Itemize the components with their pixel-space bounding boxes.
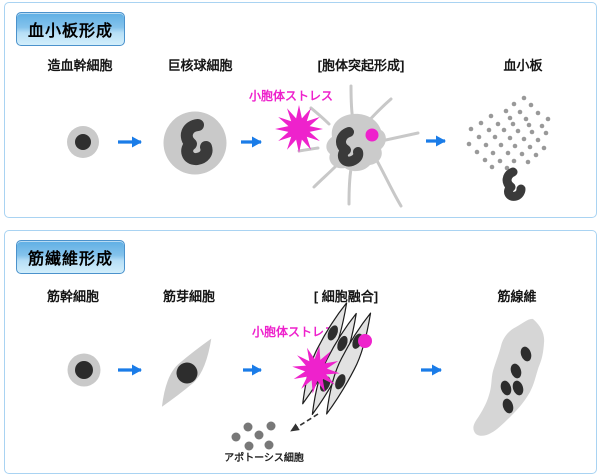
stage-label-muscle-fiber: 筋線維 xyxy=(497,289,537,304)
muscle-fiber-nuclei xyxy=(500,346,532,414)
muscle-fiber-formation-panel: 筋繊維形成 筋幹細胞 筋芽細胞 [ 細胞融合] 筋線維 小胞体ストレス アポトー… xyxy=(4,230,597,474)
megakaryocyte-illustration xyxy=(163,111,227,175)
stage-label-muscle-stem-cell: 筋幹細胞 xyxy=(46,289,100,304)
panel-title-badge: 血小板形成 xyxy=(16,12,126,46)
panel-title-badge: 筋繊維形成 xyxy=(16,240,126,274)
er-stress-dot-icon xyxy=(358,334,372,348)
platelet-formation-panel: 血小板形成 造血幹細胞 巨核球細胞 [胞体突起形成] 血小板 小胞体ストレス xyxy=(4,2,597,218)
stem-cell-illustration xyxy=(67,353,101,387)
dashed-apoptosis-arrow-icon xyxy=(290,413,319,432)
er-stress-label: 小胞体ストレス xyxy=(248,89,334,103)
muscle-fiber-illustration xyxy=(473,318,545,436)
stage-label-cell-fusion: [ 細胞融合] xyxy=(313,289,379,304)
stage-label-hematopoietic-stem-cell: 造血幹細胞 xyxy=(47,58,113,73)
platelet-cluster-illustration xyxy=(466,95,551,171)
stem-cell-illustration xyxy=(67,126,99,158)
platelet-scene-illustration xyxy=(67,84,551,208)
myoblast-illustration xyxy=(161,338,212,407)
er-stress-burst-icon xyxy=(275,105,323,153)
er-stress-burst-icon xyxy=(292,346,340,394)
apoptotic-cells-illustration xyxy=(231,421,276,451)
proplatelet-cell-illustration xyxy=(297,84,420,208)
stage-label-myoblast: 筋芽細胞 xyxy=(162,289,216,304)
er-stress-label: 小胞体ストレス xyxy=(251,325,337,339)
stage-label-megakaryocyte: 巨核球細胞 xyxy=(167,58,233,73)
stage-label-platelets: 血小板 xyxy=(503,58,543,73)
apoptotic-cells-label: アポトーシス細胞 xyxy=(224,453,304,464)
expelled-nucleus-illustration xyxy=(502,167,526,201)
muscle-scene-illustration xyxy=(67,302,545,451)
stage-label-proplatelet-formation: [胞体突起形成] xyxy=(317,58,405,73)
er-stress-dot-icon xyxy=(365,128,379,142)
